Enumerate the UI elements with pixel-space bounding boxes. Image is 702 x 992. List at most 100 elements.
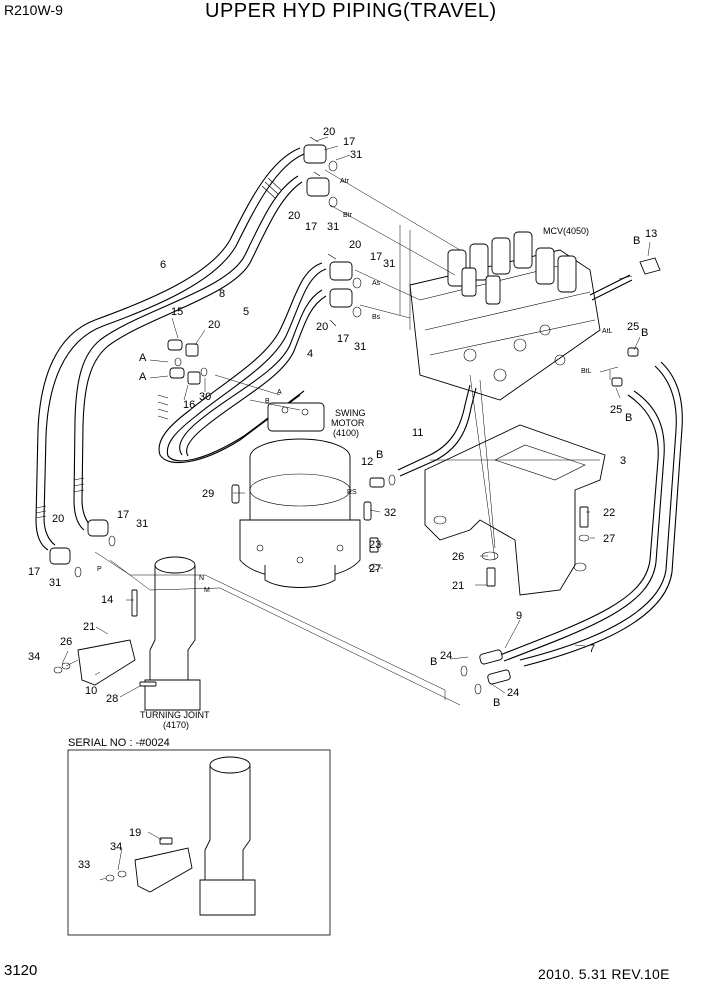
- callout-32: 32: [384, 507, 396, 519]
- callout-31: 31: [354, 341, 366, 353]
- port-m: M: [204, 587, 210, 594]
- callout-20: 20: [208, 319, 220, 331]
- callout-B: B: [493, 697, 500, 709]
- callout-31: 31: [49, 577, 61, 589]
- callout-26: 26: [452, 551, 464, 563]
- callout-5: 5: [243, 306, 249, 318]
- callout-31: 31: [327, 221, 339, 233]
- fasteners: [231, 484, 590, 587]
- callout-20: 20: [52, 513, 64, 525]
- serial-inset-box: [67, 749, 331, 936]
- turning-joint: [53, 556, 201, 711]
- callout-31: 31: [350, 149, 362, 161]
- hose-6-8: [35, 147, 305, 551]
- callout-27: 27: [603, 533, 615, 545]
- callout-3: 3: [620, 455, 626, 467]
- serial-inset-label: SERIAL NO : -#0024: [68, 737, 170, 749]
- callout-20: 20: [323, 126, 335, 138]
- callout-17: 17: [370, 251, 382, 263]
- hose-11: [369, 384, 477, 488]
- callout-B: B: [625, 412, 632, 424]
- callout-19: 19: [129, 827, 141, 839]
- swing-motor-label-2: MOTOR: [331, 418, 365, 428]
- port-b: B: [265, 398, 270, 405]
- callout-21: 21: [452, 580, 464, 592]
- callout-31: 31: [136, 518, 148, 530]
- callout-29: 29: [202, 488, 214, 500]
- callout-17: 17: [305, 221, 317, 233]
- callout-25: 25: [610, 404, 622, 416]
- lower-left-flanges: [49, 519, 116, 578]
- callout-7: 7: [589, 643, 595, 655]
- revision-date: 2010. 5.31 REV.10E: [538, 966, 670, 982]
- callout-6: 6: [160, 259, 166, 271]
- callout-A: A: [139, 371, 147, 383]
- callout-28: 28: [106, 693, 118, 705]
- callout-4: 4: [307, 348, 313, 360]
- callout-9: 9: [516, 610, 522, 622]
- port-btr: Btr: [343, 212, 353, 219]
- callout-34: 34: [28, 651, 40, 663]
- model-code: R210W-9: [4, 2, 63, 18]
- callout-20: 20: [316, 321, 328, 333]
- callout-14: 14: [101, 594, 113, 606]
- callout-17: 17: [117, 509, 129, 521]
- callout-31: 31: [383, 258, 395, 270]
- port-a: A: [277, 389, 282, 396]
- callout-22: 22: [603, 507, 615, 519]
- callout-B: B: [641, 327, 648, 339]
- port-labels: Atr Btr As Bs AtL BtL RS P N M A B: [97, 178, 613, 594]
- page-title: UPPER HYD PIPING(TRAVEL): [205, 0, 497, 22]
- mcv-valve-block: [409, 231, 601, 401]
- right-hoses: [499, 257, 683, 667]
- callout-20: 20: [349, 239, 361, 251]
- callout-A: A: [139, 352, 147, 364]
- callout-12: 12: [361, 456, 373, 468]
- callout-17: 17: [343, 136, 355, 148]
- callout-24: 24: [507, 687, 519, 699]
- port-atl: AtL: [602, 328, 613, 335]
- callout-8: 8: [219, 288, 225, 300]
- swing-motor-label-1: SWING: [335, 408, 366, 418]
- lower-hoses-9-7: [460, 649, 511, 695]
- component-labels: MCV(4050) SWING MOTOR (4100) TURNING JOI…: [68, 226, 589, 749]
- port-as: As: [372, 280, 381, 287]
- callout-20: 20: [288, 210, 300, 222]
- upper-flanges: [303, 136, 362, 327]
- callout-23: 23: [369, 539, 381, 551]
- callout-34: 34: [110, 841, 122, 853]
- callout-11: 11: [412, 427, 423, 439]
- callout-B: B: [376, 449, 383, 461]
- callout-B: B: [633, 235, 640, 247]
- callout-15: 15: [171, 306, 183, 318]
- callout-25: 25: [627, 321, 639, 333]
- swing-motor: [239, 402, 361, 588]
- callout-30: 30: [199, 391, 211, 403]
- callout-16: 16: [183, 399, 195, 411]
- callout-17: 17: [28, 566, 40, 578]
- page-number: 3120: [4, 962, 38, 979]
- port-atr: Atr: [340, 178, 350, 185]
- callout-10: 10: [85, 685, 97, 697]
- leader-lines: [61, 136, 651, 881]
- port-rs: RS: [347, 489, 357, 496]
- part-callouts: 20 17 31 20 17 31 20 17 31 20 17 31 6 8 …: [28, 126, 657, 871]
- callout-24: 24: [440, 650, 452, 662]
- callout-B: B: [430, 656, 437, 668]
- turning-joint-label-2: (4170): [163, 720, 189, 730]
- callout-27: 27: [369, 563, 381, 575]
- swing-motor-label-3: (4100): [333, 428, 359, 438]
- port-btl: BtL: [581, 368, 592, 375]
- bracket-3: [424, 424, 606, 596]
- turning-joint-label-1: TURNING JOINT: [140, 710, 210, 720]
- hose-5-4: [157, 262, 327, 464]
- callout-13: 13: [645, 228, 657, 240]
- port-p: P: [97, 566, 102, 573]
- callout-17: 17: [337, 333, 349, 345]
- callout-26: 26: [60, 636, 72, 648]
- mcv-label: MCV(4050): [543, 226, 589, 236]
- left-fittings: [167, 339, 208, 385]
- port-n: N: [199, 575, 204, 582]
- callout-21: 21: [83, 621, 95, 633]
